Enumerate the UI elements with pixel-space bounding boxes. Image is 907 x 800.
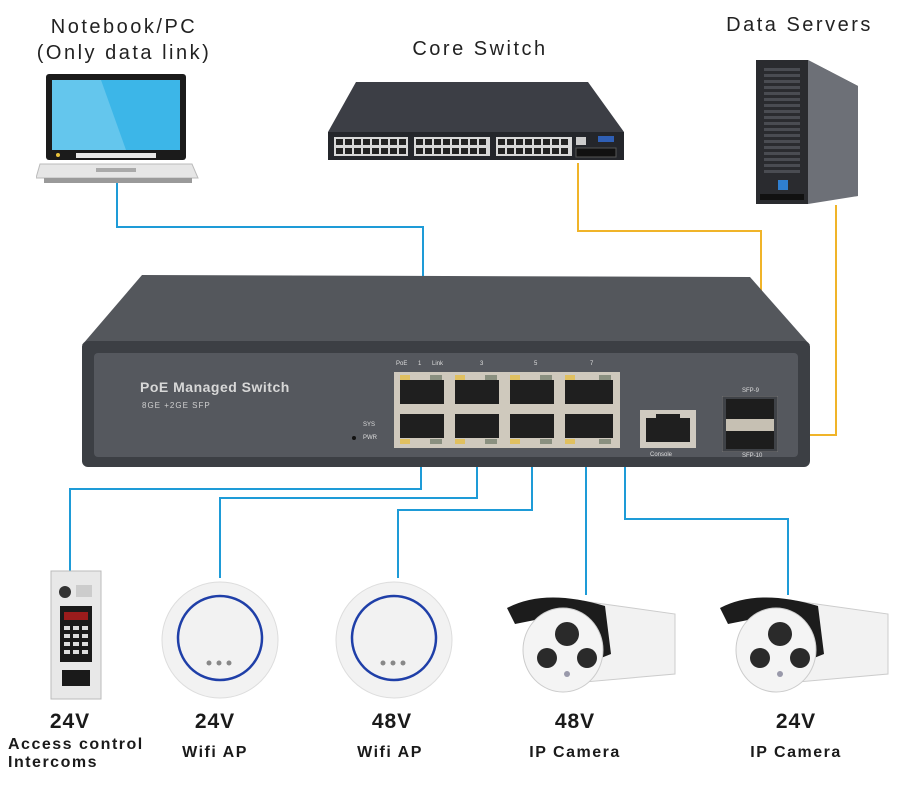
ip-camera-icon (720, 597, 889, 693)
cable-port6-to-wifi-ap-2 (397, 440, 533, 578)
port-header-link: Link (432, 361, 444, 367)
data-servers-label: Data Servers (726, 14, 873, 36)
laptop-icon (36, 74, 199, 183)
tower-server-icon (756, 60, 858, 204)
intercom-label-line2: Intercoms (8, 754, 98, 771)
rack-switch-icon (328, 82, 624, 160)
camera-2-label: IP Camera (750, 744, 842, 761)
sfp-port-block (722, 396, 778, 452)
port-header-1: 1 (418, 361, 422, 367)
console-label: Console (650, 452, 673, 458)
camera-2-voltage: 24V (775, 710, 817, 733)
camera-1-voltage: 48V (554, 710, 596, 733)
intercom-voltage: 24V (49, 710, 91, 733)
switch-model-spec: 8GE +2GE SFP (142, 401, 211, 410)
intercom-label-line1: Access control (8, 736, 144, 753)
rj45-port-6[interactable] (510, 414, 554, 444)
wifi-ap-2-label: Wifi AP (357, 744, 423, 761)
rj45-port-3[interactable] (455, 375, 499, 404)
poe-managed-switch: PoE Managed Switch 8GE +2GE SFP SYS PWR … (82, 275, 812, 470)
wifi-ap-icon (161, 581, 279, 699)
notebook-label-line2: (Only data link) (36, 42, 212, 64)
console-port[interactable] (640, 410, 696, 448)
notebook-label: Notebook/PC (Only data link) (14, 14, 234, 66)
core-switch-label: Core Switch (412, 38, 548, 60)
led-pwr-label: PWR (363, 435, 377, 441)
wifi-ap-1-voltage: 24V (194, 710, 236, 733)
wifi-ap-1-label: Wifi AP (182, 744, 248, 761)
notebook-label-line1: Notebook/PC (50, 16, 198, 38)
camera-1-label: IP Camera (529, 744, 621, 761)
rj45-port-1[interactable] (400, 375, 444, 404)
rj45-port-2[interactable] (400, 414, 444, 444)
led-sys-label: SYS (363, 422, 376, 428)
wifi-ap-2-voltage: 48V (371, 710, 413, 733)
rj45-port-5[interactable] (510, 375, 554, 404)
ip-camera-icon (507, 597, 676, 693)
rj45-port-block (394, 372, 620, 448)
sfp-port-9[interactable] (726, 399, 774, 419)
intercom-icon (50, 570, 102, 700)
pwr-led-indicator (352, 436, 356, 440)
rj45-port-8[interactable] (565, 414, 613, 444)
switch-model-name: PoE Managed Switch (140, 379, 290, 395)
sfp10-label: SFP-10 (742, 453, 763, 459)
port-header-7: 7 (590, 361, 594, 367)
port-header-poe: PoE (396, 361, 408, 367)
rj45-port-4[interactable] (455, 414, 499, 444)
sfp9-label: SFP-9 (742, 388, 760, 394)
cable-port4-to-wifi-ap-1 (219, 440, 478, 578)
sfp-port-10[interactable] (726, 431, 774, 449)
intercom-label: Access control Intercoms (8, 736, 168, 772)
rj45-port-7[interactable] (565, 375, 613, 404)
wifi-ap-icon (335, 581, 453, 699)
port-header-3: 3 (480, 361, 484, 367)
port-header-5: 5 (534, 361, 538, 367)
